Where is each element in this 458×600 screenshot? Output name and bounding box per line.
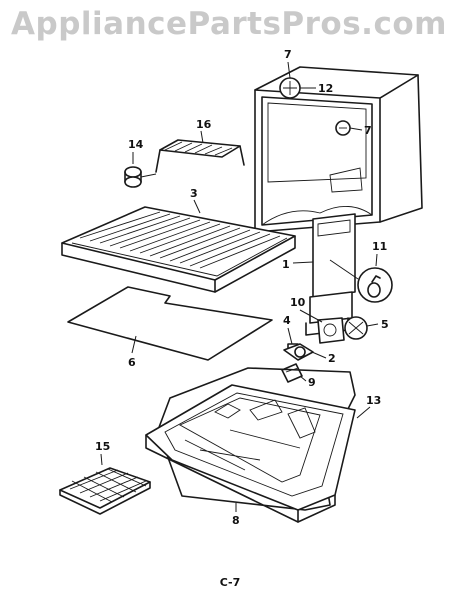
callout-6: 6 [128,356,136,369]
callout-7-lower: 7 [364,124,372,137]
callout-15: 15 [95,440,110,453]
callout-16: 16 [196,118,212,131]
callout-11: 11 [372,240,387,253]
part-5-fan-blade: 5 [344,316,389,340]
callout-3: 3 [190,187,198,200]
part-3-shelf: 3 [61,187,296,293]
callout-7-upper: 7 [284,48,292,61]
part-7-bulb-lower: 7 [335,120,372,137]
part-11-bulb: 11 [329,240,393,303]
page-label: C-7 [220,576,241,589]
part-9-clip: 9 [281,363,316,389]
part-16-tray-holder: 16 [155,118,245,173]
part-12-light-assembly: 12 [279,77,333,99]
part-15-ice-tray: 15 [59,440,151,515]
callout-14: 14 [128,138,144,151]
part-6-plate: 6 [67,286,273,369]
part-10-bracket: 10 [290,296,345,344]
part-2-motor: 2 [283,343,336,365]
callout-1: 1 [282,258,290,271]
callout-10: 10 [290,296,306,309]
part-8-drip-tray: 8 [145,384,356,527]
callout-12: 12 [318,82,333,95]
callout-8: 8 [232,514,240,527]
callout-5: 5 [381,318,389,331]
callout-9: 9 [308,376,316,389]
watermark: AppliancePartsPros.com [11,6,447,42]
part-1-duct: 1 [282,213,356,336]
callout-2: 2 [328,352,336,365]
callout-13: 13 [366,394,381,407]
part-14-knob: 14 [124,138,157,188]
part-7-bulb-upper: 7 [284,48,292,79]
callout-4: 4 [283,314,291,327]
